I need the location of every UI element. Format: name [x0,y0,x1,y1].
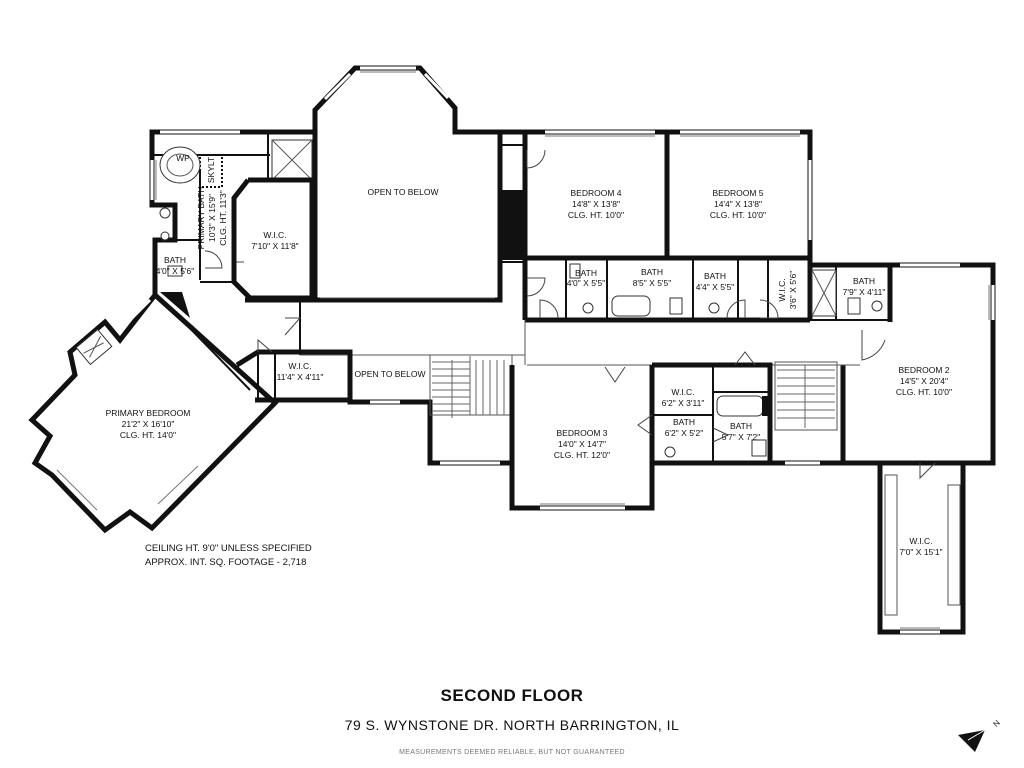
wic-primary-dims: 7'10" X 11'8" [251,241,298,251]
toilet-icon-3 [569,263,581,279]
primary-bath-dims: 10'3" X 15'9" [207,194,217,242]
ceiling-note: CEILING HT. 9'0" UNLESS SPECIFIED [145,543,312,554]
wall-pillar [160,292,190,318]
bath-f-name: BATH [730,421,752,431]
bath-e-dims: 6'2" X 5'2" [665,428,704,438]
wic-bedroom-2-walls [877,463,966,635]
bedroom-2-walls [807,262,996,480]
wic-small-dims: 3'6" X 5'6" [788,271,798,310]
whirlpool-tub-icon [159,146,201,184]
open-below-2-label: OPEN TO BELOW [354,369,425,379]
fireplace-icon [75,328,113,366]
sink-icon-5 [871,300,883,312]
bedroom4-name: BEDROOM 4 [570,188,621,198]
bedroom5-name: BEDROOM 5 [712,188,763,198]
bath-b-dims: 8'5" X 5'5" [633,278,672,288]
room-labels: PRIMARY BEDROOM 21'2" X 16'10" CLG. HT. … [106,153,952,557]
wp-label: WP [176,153,190,163]
bedroom-3-walls [509,365,655,511]
sink-icon-2 [160,231,170,241]
sink-icon-6 [664,446,676,458]
bathtub-icon [611,295,651,317]
bedroom5-dims: 14'4" X 13'8" [714,199,762,209]
toilet-icon-2 [669,297,683,315]
north-label: N [991,718,1002,729]
measurement-disclaimer: MEASUREMENTS DEEMED RELIABLE, BUT NOT GU… [399,749,625,756]
bedroom5-clg: CLG. HT. 10'0" [710,210,766,220]
bedroom3-dims: 14'0" X 14'7" [558,439,606,449]
wic-b3-dims: 6'2" X 3'11" [662,398,705,408]
primary-bedroom-clg: CLG. HT. 14'0" [120,430,176,440]
toilet-icon [167,265,183,277]
bath-d-dims: 7'9" X 4'11" [843,287,886,297]
sink-icon-3 [582,302,594,314]
bath-f-dims: 5'7" X 7'2" [722,432,761,442]
bath-c-name: BATH [704,271,726,281]
bath-e-name: BATH [673,417,695,427]
bath-c-dims: 4'4" X 5'5" [696,282,735,292]
wic-b3-name: W.I.C. [671,387,694,397]
primary-bedroom-walls [28,291,279,534]
tub-faucet [762,396,768,416]
bath-small-dims: 4'0" X 5'6" [156,266,195,276]
open-to-below-walls [312,65,503,303]
bedroom-4-5-walls [455,129,813,323]
sink-icon [159,207,171,219]
wic-b2-name: W.I.C. [909,536,932,546]
bedroom2-clg: CLG. HT. 10'0" [896,387,952,397]
bedroom3-clg: CLG. HT. 12'0" [554,450,610,460]
bedroom3-name: BEDROOM 3 [556,428,607,438]
primary-bath-clg: CLG. HT. 11'3" [218,190,228,246]
primary-bedroom-name: PRIMARY BEDROOM [106,408,191,418]
open-below-1-label: OPEN TO BELOW [367,187,438,197]
bathtub-icon-2 [716,395,764,417]
sqft-note: APPROX. INT. SQ. FOOTAGE - 2,718 [145,557,306,568]
bedroom4-clg: CLG. HT. 10'0" [568,210,624,220]
stairs-right [767,361,843,466]
wic-hall-dims: 11'4" X 4'11" [277,372,324,382]
bath-small-name: BATH [164,255,186,265]
floor-title: SECOND FLOOR [440,686,584,705]
wic-b2-dims: 7'0" X 15'1" [899,547,942,557]
sink-icon-4 [708,302,720,314]
bedroom4-dims: 14'8" X 13'8" [572,199,620,209]
bath-b-name: BATH [641,267,663,277]
bath-d-name: BATH [853,276,875,286]
bedroom2-dims: 14'5" X 20'4" [900,376,948,386]
hall-walls [235,300,860,466]
wic-hall-name: W.I.C. [288,361,311,371]
bath-a-name: BATH [575,268,597,278]
skylight-label: SKYLT [206,157,216,183]
wic-primary-name: W.I.C. [263,230,286,240]
wic-small-name: W.I.C. [777,278,787,301]
chimney-block [501,190,525,260]
bath-a-dims: 4'0" X 5'5" [567,278,606,288]
bedroom2-name: BEDROOM 2 [898,365,949,375]
property-address: 79 S. WYNSTONE DR. NORTH BARRINGTON, IL [344,717,680,733]
primary-bath-block-walls [149,129,318,303]
toilet-icon-5 [751,439,767,457]
north-arrow-icon: N [958,718,1002,752]
primary-bedroom-dims: 21'2" X 16'10" [122,419,175,429]
toilet-icon-4 [847,297,861,315]
stairs-left [429,354,513,418]
primary-bath-name: PRIMARY BATH [196,187,206,250]
